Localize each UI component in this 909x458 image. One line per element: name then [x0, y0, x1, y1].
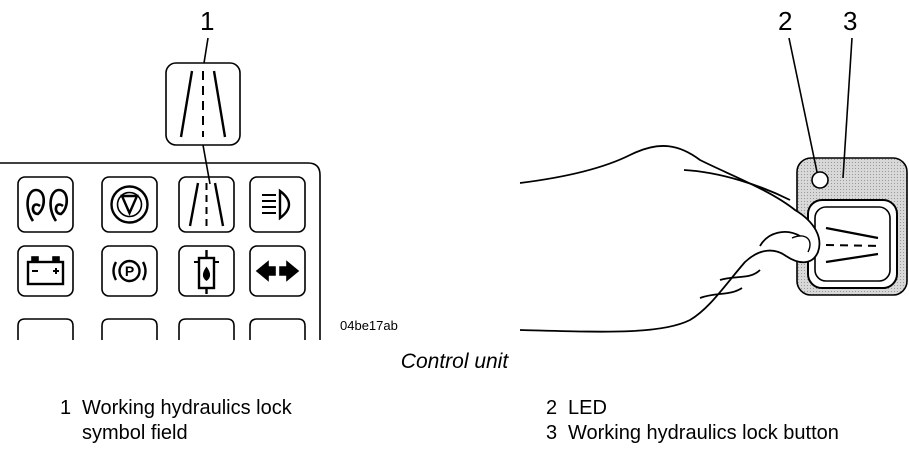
- headlight-icon: [249, 176, 306, 233]
- legend-right-column: 2 LED 3 Working hydraulics lock button: [546, 396, 906, 446]
- callout-2-leader: [788, 37, 818, 173]
- callout-1-pointer: [202, 144, 211, 185]
- indicator-panel: P: [0, 37, 321, 340]
- enlarged-hydraulics-lock-symbol: [165, 62, 241, 146]
- callout-2: 2: [778, 6, 792, 36]
- legend-item-1: 1 Working hydraulics lock symbol field: [60, 396, 360, 446]
- turn-signal-icon: [249, 245, 306, 297]
- battery-icon: [17, 245, 74, 297]
- legend-item-3: 3 Working hydraulics lock button: [546, 421, 906, 446]
- callout-3: 3: [843, 6, 857, 36]
- glow-plug-icon: [17, 176, 74, 233]
- figure-code: 04be17ab: [340, 318, 398, 333]
- legend-number: 3: [546, 422, 558, 444]
- led-indicator: [811, 171, 829, 189]
- callout-3-leader: [842, 37, 853, 179]
- control-unit-illustration: P 1 2 3 04be17ab: [0, 6, 908, 340]
- brake-warning-icon: [101, 176, 158, 233]
- oil-pressure-icon: [178, 245, 235, 297]
- legend-text: LED: [568, 397, 607, 419]
- hydraulics-lock-button: [807, 199, 898, 289]
- legend-item-2: 2 LED: [546, 396, 906, 421]
- callout-1: 1: [200, 6, 214, 36]
- working-hydraulics-lock-icon: [178, 176, 235, 233]
- parking-brake-icon: P: [101, 245, 158, 297]
- legend-text: Working hydraulics lock button: [568, 422, 839, 444]
- legend-text: Working hydraulics lock symbol field: [82, 397, 292, 444]
- callout-1-leader: [203, 37, 209, 64]
- figure-caption: Control unit: [400, 350, 509, 373]
- legend-number: 2: [546, 397, 558, 419]
- parking-brake-letter: P: [125, 263, 134, 279]
- hand-illustration: [519, 145, 821, 333]
- button-panel: [796, 157, 908, 296]
- legend-number: 1: [60, 397, 72, 419]
